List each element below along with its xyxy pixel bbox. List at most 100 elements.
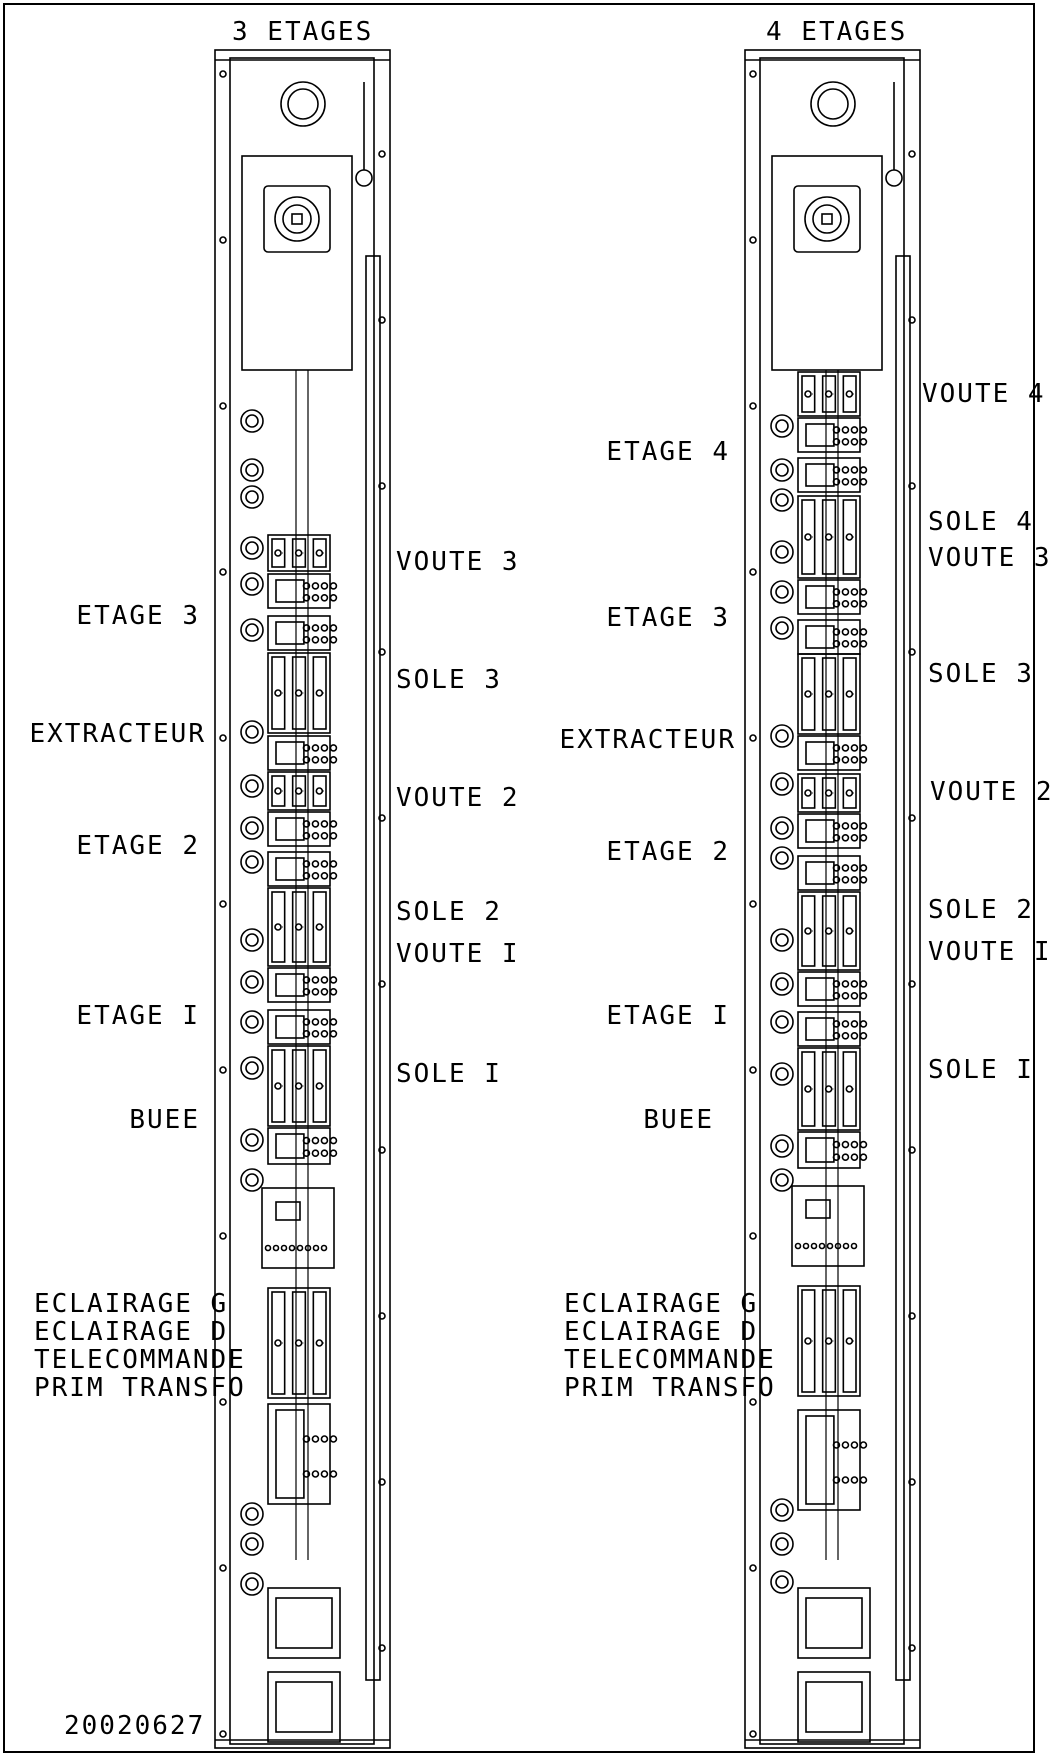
rail-hole: [378, 1312, 386, 1320]
panel-3-enclosure: [214, 49, 391, 1749]
rail-hole: [378, 1478, 386, 1486]
main-switch-knob: [274, 196, 320, 242]
rail-hole: [219, 1730, 227, 1738]
rail-hole: [749, 568, 757, 576]
panel-4-label-etage-1: ETAGE I: [606, 1001, 730, 1031]
rail-hole: [378, 814, 386, 822]
outer-rail: [214, 49, 391, 1749]
rail-hole: [378, 648, 386, 656]
cable-duct: [895, 255, 911, 1681]
panel-4-enclosure: [744, 49, 921, 1749]
panel-4-label-extracteur: EXTRACTEUR: [559, 725, 736, 755]
panel-4-label-voute-3: VOUTE 3: [928, 543, 1052, 573]
panel-3-transformers: [267, 1587, 341, 1743]
rail-hole: [219, 734, 227, 742]
rail-hole: [749, 402, 757, 410]
panel-4-label-etage-3: ETAGE 3: [606, 603, 730, 633]
panel-3-label-voute-3: VOUTE 3: [396, 547, 520, 577]
panel-3-label-etage-2: ETAGE 2: [76, 831, 200, 861]
panel-3-label-eclairage-d: ECLAIRAGE D: [34, 1317, 229, 1347]
rail-hole: [219, 70, 227, 78]
rail-hole: [749, 1730, 757, 1738]
cable-duct: [365, 255, 381, 1681]
rail-hole: [378, 1146, 386, 1154]
panel-3-modules: [240, 409, 338, 1596]
rail-hole: [749, 1066, 757, 1074]
rail-hole: [908, 316, 916, 324]
rail-hole: [378, 150, 386, 158]
panel-4-label-etage-4: ETAGE 4: [606, 437, 730, 467]
rail-hole: [908, 1312, 916, 1320]
rail-hole: [908, 648, 916, 656]
panel-3-label-extracteur: EXTRACTEUR: [29, 719, 206, 749]
top-gland: [810, 81, 856, 127]
main-switch-knob: [804, 196, 850, 242]
rail-hole: [908, 1644, 916, 1652]
panel-3-label-sole-3: SOLE 3: [396, 665, 502, 695]
main-switch-box: [241, 155, 353, 371]
inner-chassis: [229, 57, 375, 1745]
panel-4-label-sole-1: SOLE I: [928, 1055, 1034, 1085]
panel-4-transformers: [797, 1587, 871, 1743]
rail-hole: [908, 1478, 916, 1486]
rail-hole: [749, 1232, 757, 1240]
inner-chassis: [759, 57, 905, 1745]
rail-hole: [749, 236, 757, 244]
panel-4-label-voute-1: VOUTE I: [928, 937, 1052, 967]
panel-4-label-prim-transfo: PRIM TRANSFO: [564, 1373, 776, 1403]
rail-hole: [378, 980, 386, 988]
rail-hole: [219, 900, 227, 908]
rail-hole: [749, 1564, 757, 1572]
rail-hole: [219, 1232, 227, 1240]
panel-3-label-eclairage-g: ECLAIRAGE G: [34, 1289, 229, 1319]
panel-4-label-etage-2: ETAGE 2: [606, 837, 730, 867]
rail-hole: [378, 316, 386, 324]
rail-hole: [219, 568, 227, 576]
rail-hole: [749, 900, 757, 908]
panel-4-label-telecommande: TELECOMMANDE: [564, 1345, 776, 1375]
sheet-border: [3, 3, 1035, 1753]
panel-4-label-eclairage-g: ECLAIRAGE G: [564, 1289, 759, 1319]
panel-4-title: 4 ETAGES: [766, 17, 908, 47]
panel-3-label-telecommande: TELECOMMANDE: [34, 1345, 246, 1375]
panel-4-label-sole-4: SOLE 4: [928, 507, 1034, 537]
panel-4-label-voute-2: VOUTE 2: [930, 777, 1054, 807]
panel-4-label-eclairage-d: ECLAIRAGE D: [564, 1317, 759, 1347]
panel-3-title: 3 ETAGES: [232, 17, 374, 47]
panel-3-label-sole-1: SOLE I: [396, 1059, 502, 1089]
rail-hole: [378, 1644, 386, 1652]
panel-4-label-buee: BUEE: [643, 1105, 714, 1135]
top-gland: [280, 81, 326, 127]
panel-4-label-sole-3: SOLE 3: [928, 659, 1034, 689]
controller: [261, 1187, 335, 1269]
panel-4-modules: [770, 371, 868, 1594]
panel-3-label-sole-2: SOLE 2: [396, 897, 502, 927]
panel-3-label-voute-2: VOUTE 2: [396, 783, 520, 813]
rail-hole: [749, 734, 757, 742]
rail-hole: [908, 814, 916, 822]
rail-hole: [908, 150, 916, 158]
rail-hole: [749, 70, 757, 78]
rail-hole: [219, 1564, 227, 1572]
rail-hole: [378, 482, 386, 490]
rail-hole: [219, 402, 227, 410]
panel-3-label-buee: BUEE: [129, 1105, 200, 1135]
rail-hole: [908, 980, 916, 988]
rail-hole: [749, 1398, 757, 1406]
rail-hole: [908, 1146, 916, 1154]
main-switch-box: [771, 155, 883, 371]
panel-4-label-sole-2: SOLE 2: [928, 895, 1034, 925]
drawing-number: 20020627: [64, 1711, 206, 1741]
panel-3-label-prim-transfo: PRIM TRANSFO: [34, 1373, 246, 1403]
rail-hole: [219, 236, 227, 244]
panel-4-label-voute-4: VOUTE 4: [922, 379, 1046, 409]
rail-hole: [219, 1066, 227, 1074]
rail-hole: [219, 1398, 227, 1406]
rail-hole: [908, 482, 916, 490]
panel-3-label-etage-3: ETAGE 3: [76, 601, 200, 631]
outer-rail: [744, 49, 921, 1749]
controller: [791, 1185, 865, 1267]
panel-3-label-voute-1: VOUTE I: [396, 939, 520, 969]
